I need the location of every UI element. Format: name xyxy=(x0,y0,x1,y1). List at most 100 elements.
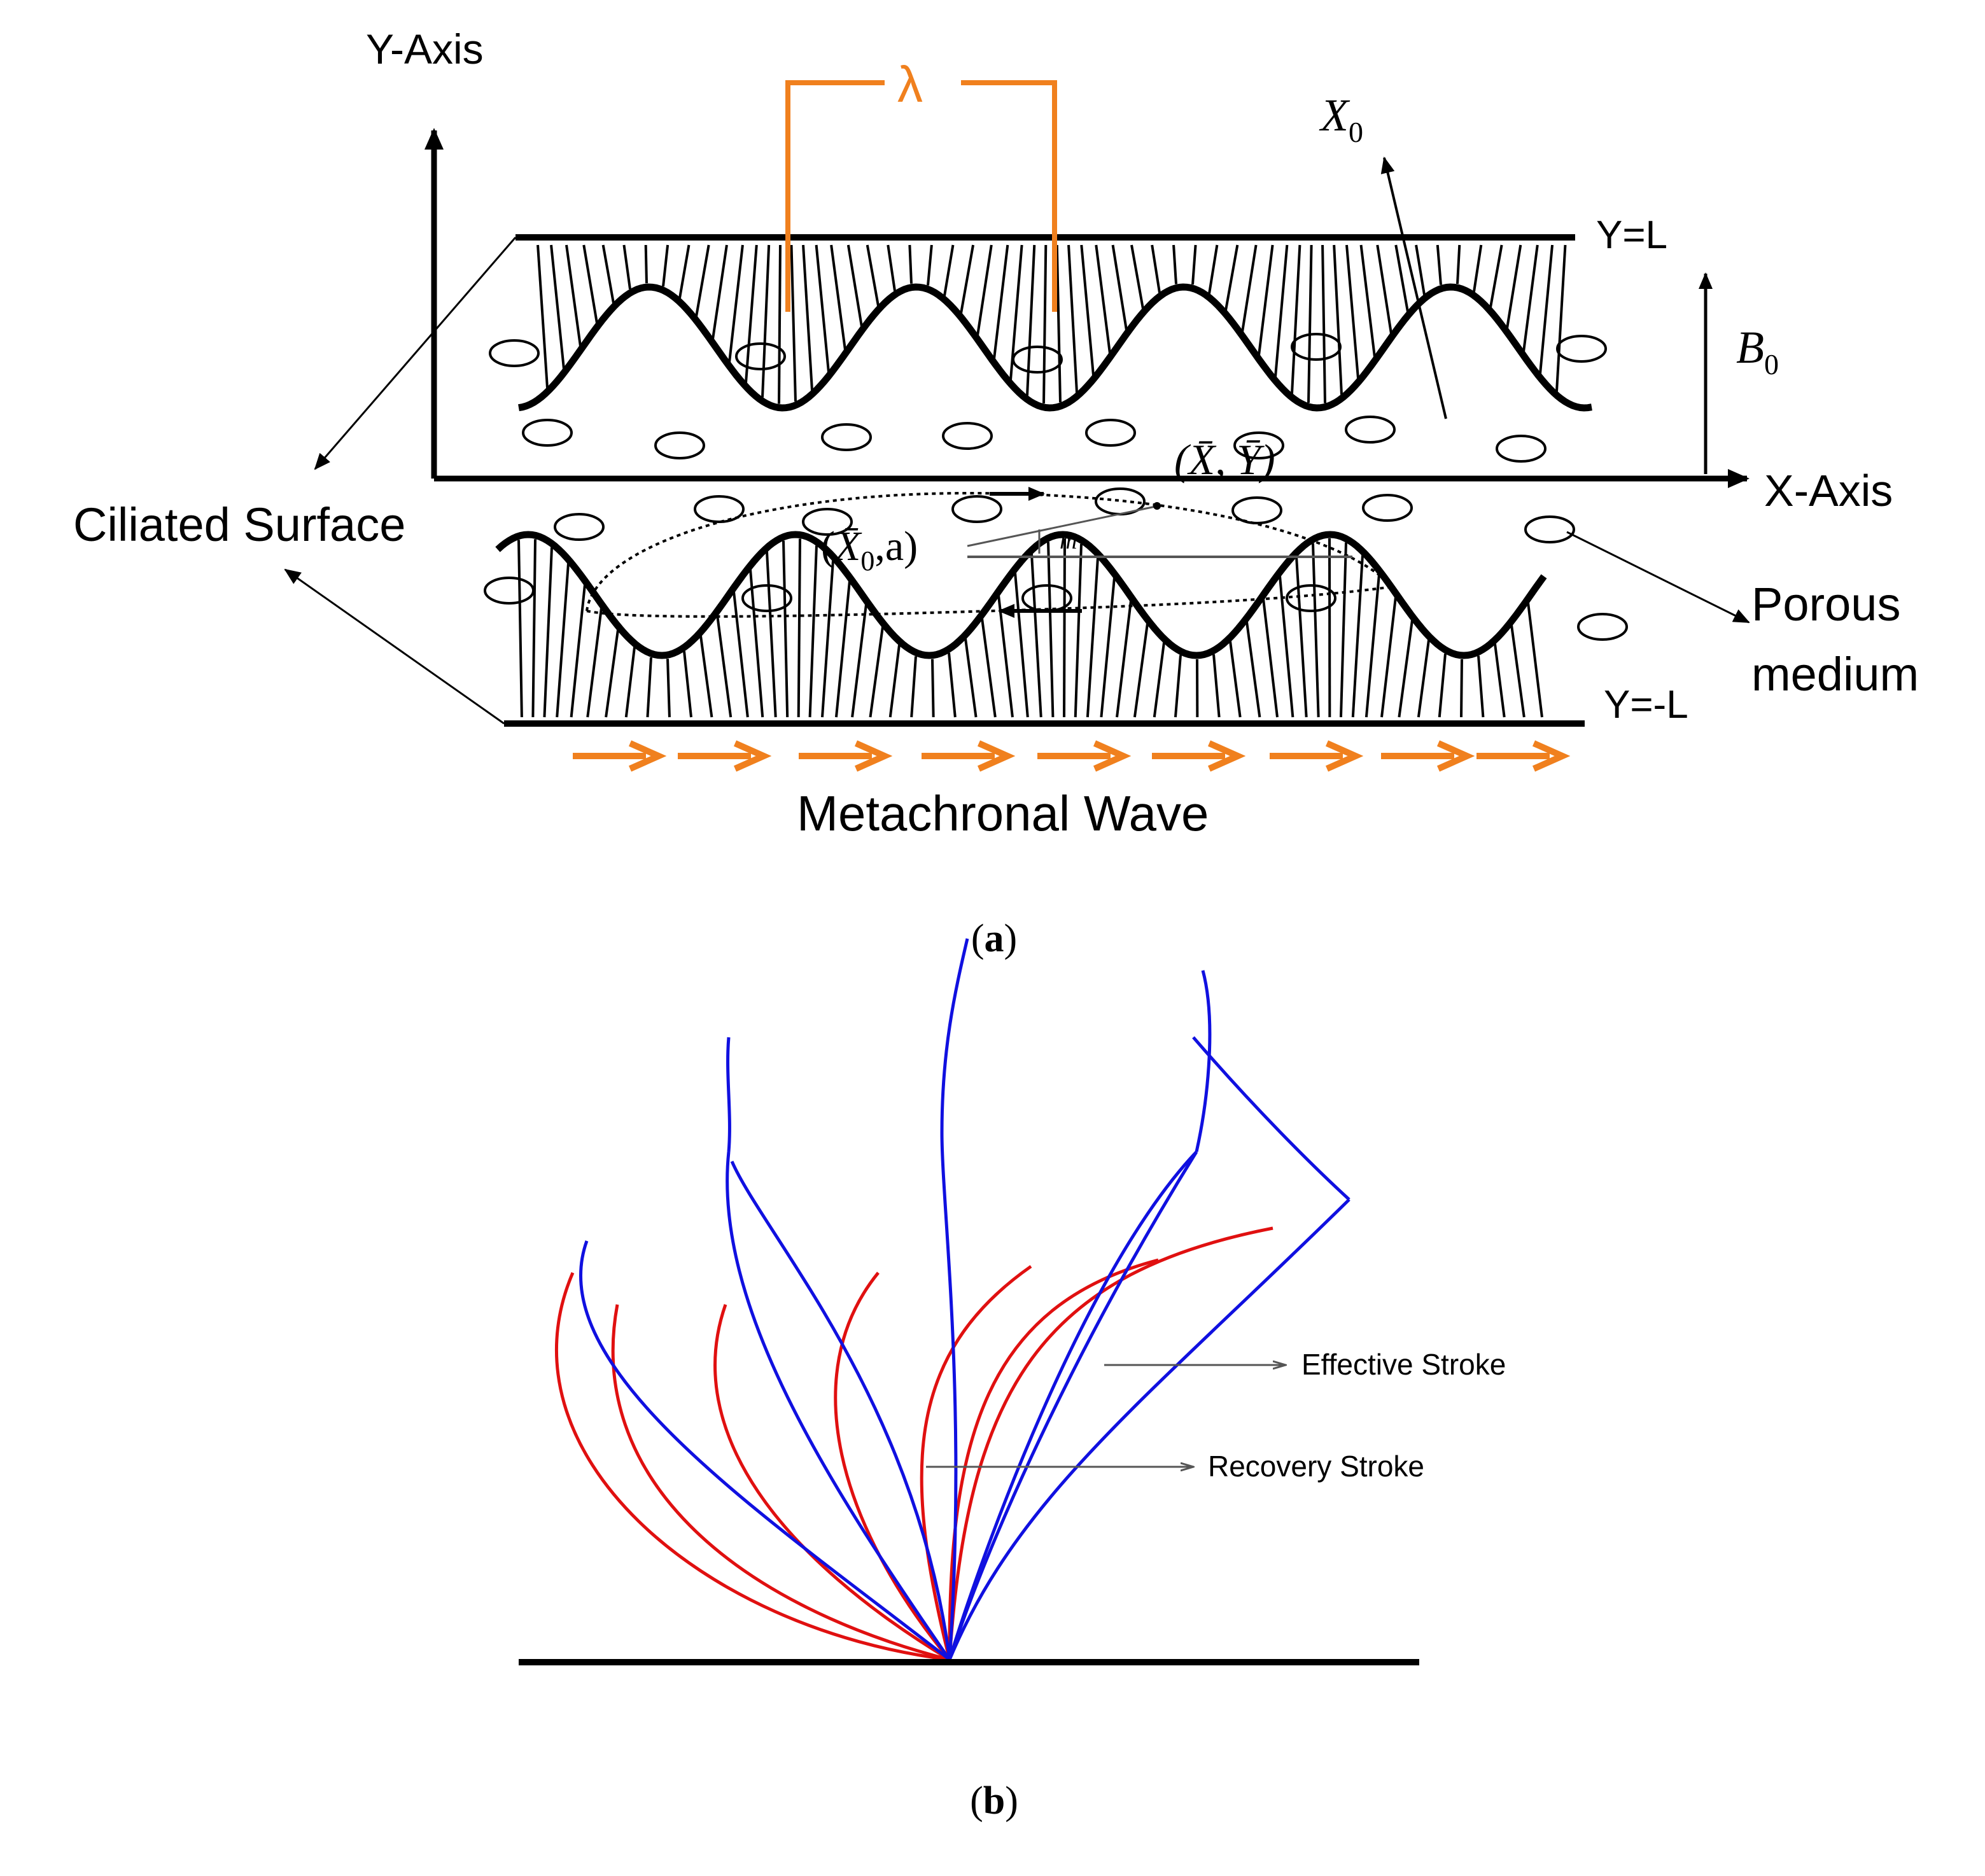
upper-cilium xyxy=(537,244,549,388)
wavelength-bracket xyxy=(785,80,1057,312)
ciliated-pointer-lower xyxy=(284,568,505,725)
pore xyxy=(735,342,786,370)
lower-cilium xyxy=(834,580,851,718)
upper-cilium xyxy=(1055,244,1062,403)
upper-cilium xyxy=(745,244,758,383)
pore xyxy=(654,431,705,459)
lower-cilium xyxy=(1074,543,1083,718)
pore xyxy=(802,508,853,536)
tip-trajectory-lower xyxy=(586,585,1393,618)
effective-stroke xyxy=(948,1198,1350,1660)
upper-cilium xyxy=(1191,244,1197,285)
tip-point xyxy=(1153,502,1161,510)
lower-cilium xyxy=(1380,596,1397,718)
wave-arrow xyxy=(1270,740,1364,772)
lower-cilium xyxy=(1086,557,1099,718)
lower-cilium xyxy=(931,659,935,718)
effective-stroke xyxy=(948,1151,1198,1660)
upper-cilium xyxy=(790,244,797,402)
porous-pointer xyxy=(1566,531,1750,624)
upper-cilium xyxy=(1130,244,1144,309)
lower-wave-envelope xyxy=(495,531,1547,659)
lower-cilium xyxy=(782,540,789,718)
upper-cilium xyxy=(761,244,771,398)
upper-cilium xyxy=(1042,244,1048,403)
pore xyxy=(1286,584,1336,612)
lower-cilium xyxy=(1417,640,1430,718)
upper-cilium xyxy=(565,244,582,347)
lower-cilium xyxy=(808,545,818,718)
caption-a: (a) xyxy=(971,917,1017,960)
pore xyxy=(1231,496,1282,524)
tip-trajectory-upper xyxy=(586,491,1394,612)
upper-cilium xyxy=(1415,244,1426,295)
upper-cilium xyxy=(1539,244,1554,374)
x0-pointer xyxy=(1380,157,1447,419)
effective-stroke xyxy=(1195,970,1212,1152)
recovery-stroke xyxy=(611,1304,950,1662)
upper-cilium xyxy=(1241,244,1258,332)
pore xyxy=(1233,431,1284,459)
upper-cilium xyxy=(622,244,631,290)
lower-cilium xyxy=(586,607,603,718)
lower-cilium xyxy=(821,560,834,718)
upper-cilium xyxy=(1394,244,1409,312)
upper-cilium xyxy=(1291,244,1301,394)
lower-cilium xyxy=(1510,624,1526,718)
recovery-stroke xyxy=(834,1271,951,1661)
upper-cilium xyxy=(695,244,710,317)
x0-label: X0 xyxy=(1319,90,1363,148)
wave-arrow xyxy=(573,740,667,772)
effective-stroke xyxy=(726,1151,951,1661)
pore xyxy=(1362,494,1413,522)
lower-cilium xyxy=(797,538,801,718)
effective-stroke xyxy=(726,1037,731,1152)
lower-cilium xyxy=(851,604,867,718)
upper-cilium xyxy=(1489,244,1503,308)
metachronal-wave-label: Metachronal Wave xyxy=(797,785,1209,841)
wave-arrow xyxy=(678,740,772,772)
pore xyxy=(1291,333,1342,361)
upper-cilium xyxy=(1522,244,1539,353)
lower-cilium xyxy=(766,551,777,718)
upper-cilium xyxy=(846,244,863,327)
lower-cilium xyxy=(1014,572,1029,718)
pore xyxy=(484,577,535,605)
lambda-label: λ xyxy=(897,56,923,113)
upper-cilium xyxy=(976,244,993,336)
lower-cilium xyxy=(666,659,671,718)
effective-stroke xyxy=(579,1240,951,1661)
upper-cilium xyxy=(1359,244,1376,358)
lower-cilium xyxy=(1295,556,1308,718)
upper-cilium xyxy=(1208,244,1219,294)
lower-cilium xyxy=(1438,654,1447,718)
lower-cilium xyxy=(1100,577,1116,718)
lower-cilium xyxy=(1364,574,1380,718)
lower-cilium xyxy=(716,615,733,718)
lower-cilium xyxy=(997,595,1014,718)
porous-label-line2: medium xyxy=(1751,648,1919,701)
lower-cilium xyxy=(556,563,570,718)
lower-cilium xyxy=(1030,554,1042,718)
upper-cilium xyxy=(1274,244,1289,377)
pore xyxy=(1496,435,1547,463)
pore xyxy=(951,495,1002,523)
lower-cilium xyxy=(1279,575,1294,718)
panel-a: Y-Axis X-Axis Y=L Y=-L λ X0 B0 Ciliated … xyxy=(73,25,1919,960)
y-bottom-label: Y=-L xyxy=(1604,683,1688,727)
lower-cilia-group xyxy=(517,538,1543,718)
pore xyxy=(1524,515,1575,543)
effective-stroke-label: Effective Stroke xyxy=(1301,1348,1506,1381)
upper-cilium xyxy=(582,244,598,324)
upper-cilium xyxy=(1506,244,1522,329)
lower-cilium xyxy=(888,645,901,718)
upper-cilium xyxy=(1067,244,1078,393)
upper-cilium xyxy=(908,244,913,284)
upper-cilium xyxy=(1333,244,1343,395)
lower-cilium xyxy=(1063,538,1066,718)
pore xyxy=(694,495,745,523)
pore xyxy=(1345,416,1396,444)
lower-cilium xyxy=(1229,641,1242,718)
upper-cilium xyxy=(1224,244,1239,311)
upper-cilium xyxy=(550,244,565,370)
